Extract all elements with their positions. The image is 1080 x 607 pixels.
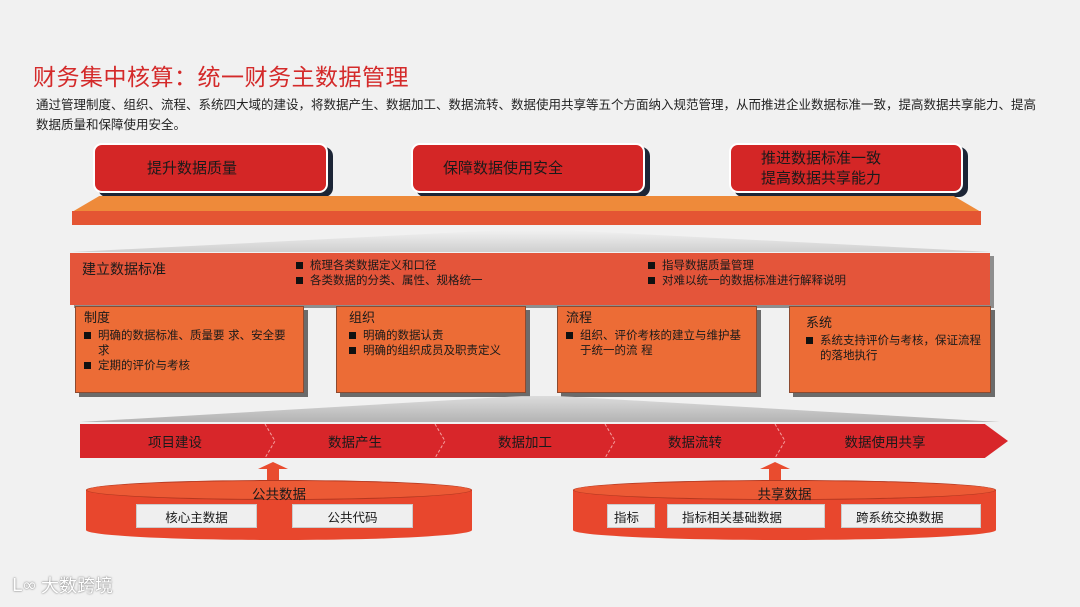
- domain-name: 制度: [84, 311, 111, 326]
- watermark: ᒪ∞ 大数跨境: [12, 572, 113, 598]
- domain-box-process: 流程 组织、评价考核的建立与维护基于统一的流 程: [557, 306, 757, 393]
- data-standard-bullets-right: 指导数据质量管理 对难以统一的数据标准进行解释说明: [648, 258, 846, 288]
- chevron-divider-icon: [604, 424, 616, 458]
- public-data-item-common-code: 公共代码: [292, 504, 413, 528]
- data-standard-title: 建立数据标准: [82, 262, 166, 278]
- domain-name: 组织: [349, 311, 376, 326]
- domain-box-organization: 组织 明确的数据认责 明确的组织成员及职责定义: [336, 306, 526, 393]
- goal-box-security: 保障数据使用安全: [411, 143, 645, 193]
- flow-step-process: 数据加工: [498, 435, 552, 451]
- bullet-item: 组织、评价考核的建立与维护基于统一的流 程: [566, 328, 748, 358]
- data-lifecycle-flow-arrow: 项目建设 数据产生 数据加工 数据流转 数据使用共享: [80, 424, 1008, 458]
- domain-bullets: 明确的数据认责 明确的组织成员及职责定义: [349, 328, 517, 358]
- bullet-item: 各类数据的分类、属性、规格统一: [296, 273, 483, 288]
- shared-data-title: 共享数据: [757, 487, 812, 503]
- page-title: 财务集中核算：统一财务主数据管理: [33, 65, 409, 91]
- bullet-item: 明确的组织成员及职责定义: [349, 343, 517, 358]
- support-shadow-upper: [72, 230, 992, 252]
- shared-data-item-indicator-base: 指标相关基础数据: [667, 504, 825, 528]
- shared-data-item-indicator: 指标: [607, 504, 655, 528]
- public-data-cylinder: 公共数据 核心主数据 公共代码: [86, 480, 472, 540]
- up-arrow-icon: [760, 462, 790, 482]
- domain-box-policy: 制度 明确的数据标准、质量要 求、安全要求 定期的评价与考核: [75, 306, 304, 393]
- goal-box-quality: 提升数据质量: [93, 143, 328, 193]
- goal-label-line2: 提高数据共享能力: [761, 169, 882, 187]
- public-data-title: 公共数据: [252, 487, 306, 503]
- platform-slab-top: [72, 196, 981, 212]
- chevron-divider-icon: [774, 424, 786, 458]
- bullet-item: 系统支持评价与考核，保证流程的落地执行: [806, 333, 982, 363]
- goal-label-line1: 推进数据标准一致: [761, 149, 882, 167]
- flow-step-produce: 数据产生: [328, 435, 382, 451]
- domain-name: 流程: [566, 311, 593, 326]
- chevron-divider-icon: [264, 424, 276, 458]
- flow-step-project: 项目建设: [148, 435, 202, 451]
- watermark-logo-icon: ᒪ∞: [12, 574, 38, 596]
- bullet-item: 对难以统一的数据标准进行解释说明: [648, 273, 846, 288]
- intro-text: 通过管理制度、组织、流程、系统四大域的建设，将数据产生、数据加工、数据流转、数据…: [36, 97, 1037, 132]
- shared-data-item-cross-system: 跨系统交换数据: [841, 504, 981, 528]
- domain-name: 系统: [806, 316, 833, 331]
- goal-label: 保障数据使用安全: [443, 159, 564, 177]
- watermark-text: 大数跨境: [41, 576, 114, 597]
- bullet-item: 梳理各类数据定义和口径: [296, 258, 483, 273]
- platform-slab-front: [72, 211, 981, 225]
- up-arrow-icon: [258, 462, 288, 482]
- flow-step-share: 数据使用共享: [844, 435, 926, 451]
- support-shadow-lower: [80, 396, 1000, 422]
- domain-bullets: 明确的数据标准、质量要 求、安全要求 定期的评价与考核: [84, 328, 295, 373]
- domain-bullets: 系统支持评价与考核，保证流程的落地执行: [806, 333, 982, 363]
- data-standard-band: 建立数据标准 梳理各类数据定义和口径 各类数据的分类、属性、规格统一 指导数据质…: [70, 253, 990, 305]
- data-standard-bullets-left: 梳理各类数据定义和口径 各类数据的分类、属性、规格统一: [296, 258, 483, 288]
- bullet-item: 明确的数据认责: [349, 328, 517, 343]
- bullet-item: 指导数据质量管理: [648, 258, 846, 273]
- goal-label: 提升数据质量: [147, 159, 238, 177]
- public-data-item-core-master: 核心主数据: [136, 504, 257, 528]
- domain-bullets: 组织、评价考核的建立与维护基于统一的流 程: [566, 328, 748, 358]
- flow-step-transfer: 数据流转: [668, 435, 722, 451]
- shared-data-cylinder: 共享数据 指标 指标相关基础数据 跨系统交换数据: [573, 480, 996, 540]
- goal-box-standard-sharing: 推进数据标准一致 提高数据共享能力: [729, 143, 963, 193]
- bullet-item: 明确的数据标准、质量要 求、安全要求: [84, 328, 295, 358]
- bullet-item: 定期的评价与考核: [84, 358, 295, 373]
- chevron-divider-icon: [434, 424, 446, 458]
- domain-box-system: 系统 系统支持评价与考核，保证流程的落地执行: [789, 306, 991, 393]
